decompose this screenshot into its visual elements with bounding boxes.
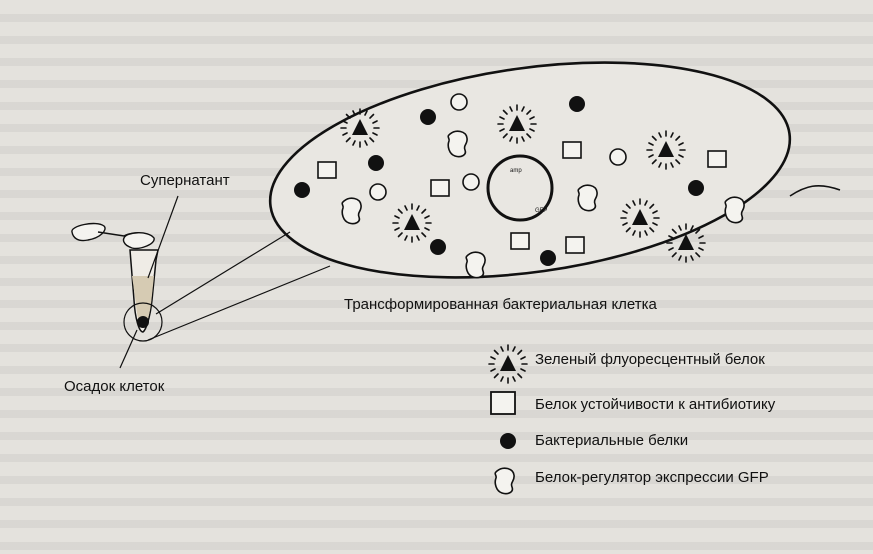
plasmid: amp GFP: [486, 154, 554, 222]
supernatant-label: Супернатант: [140, 172, 230, 189]
open-circles: [369, 93, 627, 201]
legend-icons: [488, 344, 528, 495]
gfp-star-icon: [646, 130, 686, 170]
bean-icon: [577, 184, 598, 212]
legend-label-regulator: Белок-регулятор экспрессии GFP: [535, 469, 769, 486]
gfp-star-icon: [620, 198, 660, 238]
bacterial-cell: [268, 61, 841, 279]
connector-lines: [119, 195, 331, 369]
gfp-star-icon: [497, 104, 537, 144]
bean-icon: [447, 130, 468, 158]
plasmid-label-amp: amp: [510, 168, 522, 174]
bean-icon: [465, 251, 486, 279]
dot-icon: [569, 96, 585, 112]
bean-icon: [341, 197, 362, 225]
circle-icon: [462, 173, 480, 191]
circle-icon: [450, 93, 468, 111]
legend-gfp-star-icon: [488, 344, 528, 384]
gfp-star-icon: [666, 223, 706, 263]
bacterial-proteins: [294, 96, 704, 266]
legend-bean-icon: [494, 467, 515, 495]
legend-square-icon: [490, 391, 516, 415]
gfp-star-icon: [392, 203, 432, 243]
dot-icon: [368, 155, 384, 171]
circle-icon: [609, 148, 627, 166]
legend-dot-icon: [500, 433, 516, 449]
square-icon: [562, 141, 582, 159]
square-icon: [317, 161, 337, 179]
circle-icon: [369, 183, 387, 201]
dot-icon: [294, 182, 310, 198]
dot-icon: [540, 250, 556, 266]
pellet-label: Осадок клеток: [64, 378, 165, 395]
square-icon: [510, 232, 530, 250]
square-icon: [430, 179, 450, 197]
bean-icon: [724, 196, 745, 224]
square-icon: [565, 236, 585, 254]
legend-label-antibiotic: Белок устойчивости к антибиотику: [535, 396, 776, 413]
plasmid-label-gfp: GFP: [535, 208, 547, 214]
gfp-star-icon: [340, 108, 380, 148]
cell-caption: Трансформированная бактериальная клетка: [344, 296, 657, 313]
dot-icon: [420, 109, 436, 125]
square-icon: [707, 150, 727, 168]
antibiotic-resistance-proteins: [317, 141, 727, 254]
legend-label-bacterial: Бактериальные белки: [535, 432, 689, 449]
dot-icon: [688, 180, 704, 196]
dot-icon: [430, 239, 446, 255]
legend-label-gfp: Зеленый флуоресцентный белок: [535, 351, 765, 368]
centrifuge-tube: [71, 222, 163, 342]
